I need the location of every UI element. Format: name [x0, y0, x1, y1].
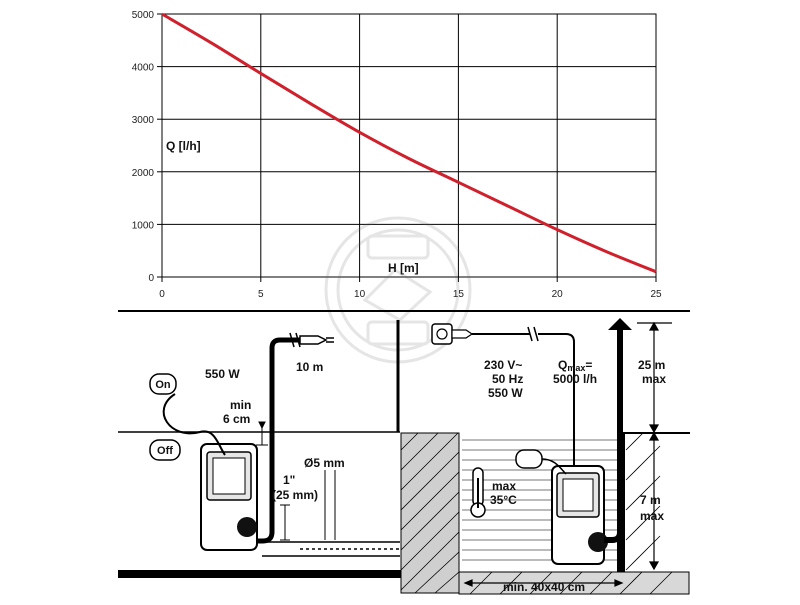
center-wall [400, 432, 460, 594]
right-power-label: 550 W [488, 386, 523, 400]
pump-curve-chart: 0 5 10 15 20 25 0 1000 2000 3000 4000 5000 Q [l/h]… [132, 10, 662, 300]
head-max-label: max [642, 372, 666, 386]
chart-series-line [161, 12, 657, 274]
switch-off-label: Off [157, 445, 173, 457]
min-value-label: 6 cm [223, 412, 250, 426]
chart-grid [161, 13, 657, 278]
chart-x-tick-label: 20 [552, 289, 564, 300]
right-hose [604, 330, 623, 543]
flow-arrow-icon [608, 318, 632, 330]
depth-max-label: max [640, 509, 664, 523]
depth-label: 7 m [640, 493, 661, 507]
left-tank-floor [118, 570, 402, 578]
right-dimension-marks [463, 321, 672, 587]
chart-y-ticks: 0 1000 2000 3000 4000 5000 [132, 10, 162, 284]
chart-x-tick-label: 0 [159, 289, 165, 300]
left-pump [200, 443, 258, 551]
chart-x-tick-label: 5 [258, 289, 264, 300]
left-dimension-marks [256, 421, 336, 541]
min-area-label: min. 40x40 cm [503, 580, 585, 594]
left-float-switch: On Off [149, 373, 226, 461]
cable-length-label: 10 m [296, 360, 323, 374]
chart-y-tick-label: 5000 [132, 10, 155, 21]
chart-x-axis-label: H [m] [388, 261, 419, 275]
chart-x-tick-label: 25 [650, 289, 662, 300]
chart-y-tick-label: 3000 [132, 115, 155, 126]
temp-value-label: 35°C [490, 493, 517, 507]
frequency-label: 50 Hz [492, 372, 523, 386]
right-pump [515, 449, 608, 565]
installation-diagram: On Off 550 W min 6 cm 10 m Ø5 mm 1" (25 … [118, 310, 690, 595]
chart-x-ticks: 0 5 10 15 20 25 [159, 277, 662, 300]
chart-y-tick-label: 2000 [132, 168, 155, 179]
wall-hatching [400, 432, 460, 594]
right-socket [431, 323, 575, 470]
connector-inch-label: 1" [283, 473, 295, 487]
left-power-label: 550 W [205, 367, 240, 381]
chart-plot-frame [161, 13, 657, 278]
qmax-value-label: 5000 l/h [553, 372, 597, 386]
voltage-label: 230 V~ [484, 358, 522, 372]
chart-y-tick-label: 4000 [132, 63, 155, 74]
chart-y-tick-label: 0 [148, 273, 154, 284]
qmax-label: Qmax= [558, 358, 592, 373]
chart-x-tick-label: 15 [453, 289, 465, 300]
thermometer-icon [470, 467, 486, 518]
switch-on-label: On [155, 379, 171, 391]
chart-y-tick-label: 1000 [132, 220, 155, 231]
hole-size-label: Ø5 mm [304, 456, 345, 470]
left-hose [257, 332, 334, 544]
min-label: min [230, 398, 251, 412]
chart-y-axis-label: Q [l/h] [166, 139, 201, 153]
connector-mm-label: (25 mm) [272, 488, 318, 502]
head-height-label: 25 m [638, 358, 665, 372]
temp-max-label: max [492, 479, 516, 493]
gravel-layer [262, 541, 400, 557]
chart-x-tick-label: 10 [354, 289, 366, 300]
